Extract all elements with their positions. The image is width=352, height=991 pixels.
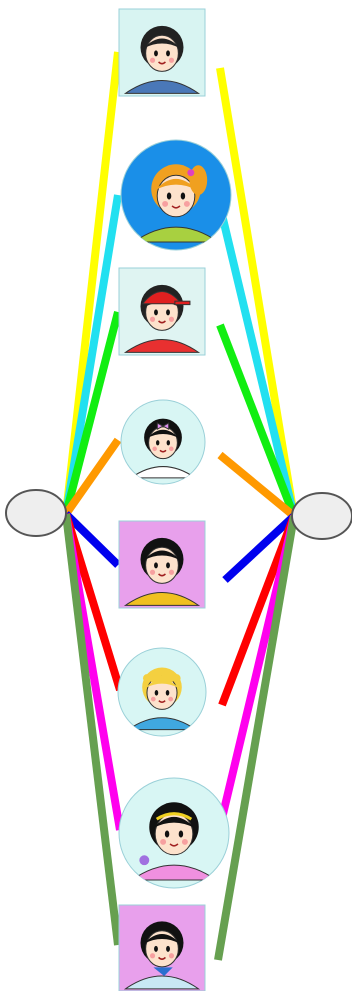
portrait-7: [119, 778, 229, 888]
portrait-4: [121, 400, 205, 484]
connector-right-1: [220, 68, 294, 516]
portrait-column: [118, 9, 231, 991]
portrait-2: [121, 140, 231, 250]
portrait-3: [119, 268, 205, 355]
right-node[interactable]: [292, 493, 352, 539]
portrait-8: [119, 905, 205, 991]
left-node[interactable]: [6, 490, 66, 536]
portrait-1: [119, 9, 205, 96]
connector-left-8: [66, 514, 118, 945]
portrait-5: [119, 521, 205, 608]
portrait-6: [118, 648, 206, 736]
connector-right-8: [218, 516, 294, 960]
